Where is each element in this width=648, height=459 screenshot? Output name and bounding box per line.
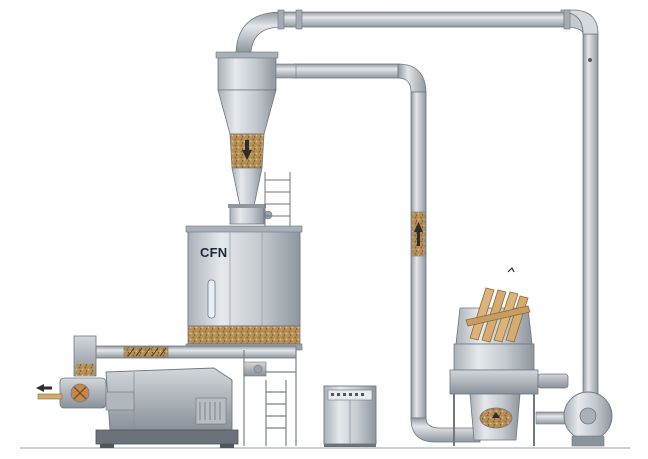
ladder bbox=[264, 172, 291, 232]
cyclone-separator bbox=[215, 51, 297, 225]
pellet-press bbox=[36, 335, 239, 448]
conveying-pipe bbox=[293, 63, 481, 443]
return-pipe-upper bbox=[235, 9, 599, 405]
wood-pallet bbox=[465, 287, 531, 343]
control-cabinet bbox=[323, 385, 377, 447]
screw-conveyor bbox=[95, 345, 297, 359]
buffer-silo: CFN bbox=[185, 225, 303, 351]
arrow-down-icon bbox=[242, 140, 252, 160]
transport-fan bbox=[563, 391, 613, 447]
brand-logo: CFN bbox=[200, 245, 227, 260]
hammer-mill bbox=[449, 266, 577, 446]
arrow-left-icon bbox=[36, 384, 52, 392]
arrow-up-icon bbox=[414, 222, 423, 246]
silo-sight-glass bbox=[207, 279, 216, 319]
